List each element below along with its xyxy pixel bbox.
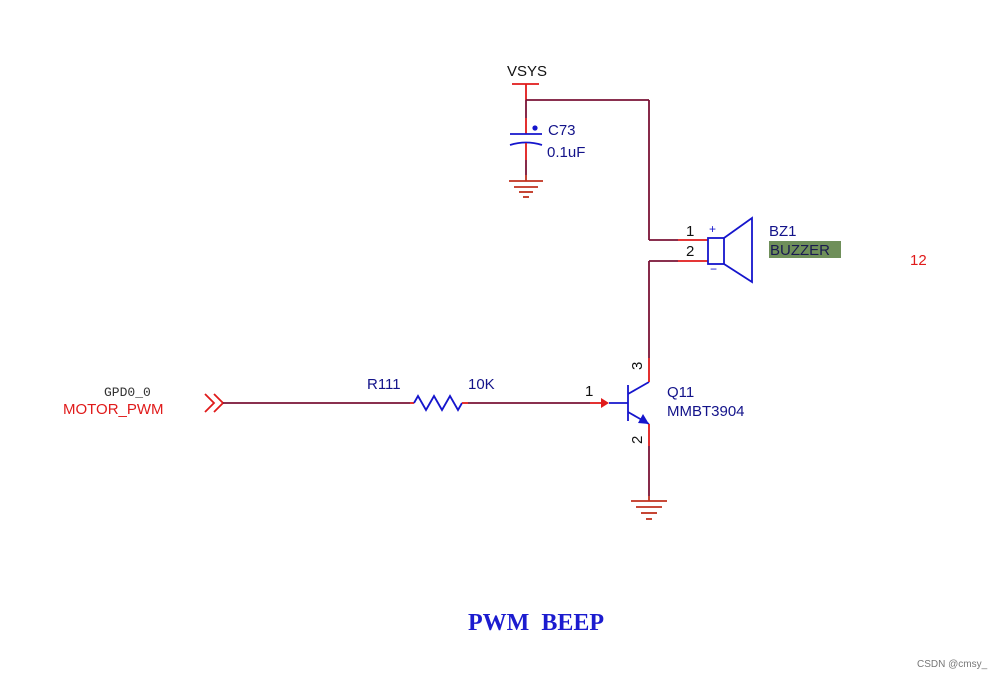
input-signal-name: MOTOR_PWM [63,401,164,418]
capacitor-ref: C73 [548,122,576,139]
transistor-pin-base: 1 [585,383,593,400]
buzzer-value-highlight [769,241,841,258]
power-port-icon [512,83,539,100]
resistor-icon [410,394,468,412]
watermark: CSDN @cmsy_ [917,659,988,670]
block-title: PWM BEEP [468,610,604,636]
resistor-value: 10K [468,376,495,393]
vsys-wires [525,99,678,358]
input-net-name: GPD0_0 [104,385,151,400]
buzzer-speaker-icon [707,216,753,284]
buzzer-plus-mark: + [709,222,716,236]
resistor-ref: R111 [367,376,401,393]
double-chevron-input-icon [204,393,225,413]
transistor-pin-emitter: 2 [629,436,646,444]
capacitor-value: 0.1uF [547,144,585,161]
buzzer-ref: BZ1 [769,223,797,240]
buzzer-value: BUZZER [770,242,830,259]
side-note: 12 [910,252,927,269]
npn-transistor-icon [590,358,650,446]
buzzer-pin-1: 1 [686,223,694,240]
emitter-ground-icon [631,496,667,520]
transistor-part: MMBT3904 [667,403,745,420]
buzzer-pins [678,239,708,262]
buzzer-minus-mark: − [710,262,717,276]
capacitor-icon [509,118,543,160]
ground-icon [509,175,543,198]
transistor-ref: Q11 [667,384,694,401]
vsys-label: VSYS [507,63,547,80]
transistor-pin-collector: 3 [629,362,646,370]
buzzer-pin-2: 2 [686,243,694,260]
